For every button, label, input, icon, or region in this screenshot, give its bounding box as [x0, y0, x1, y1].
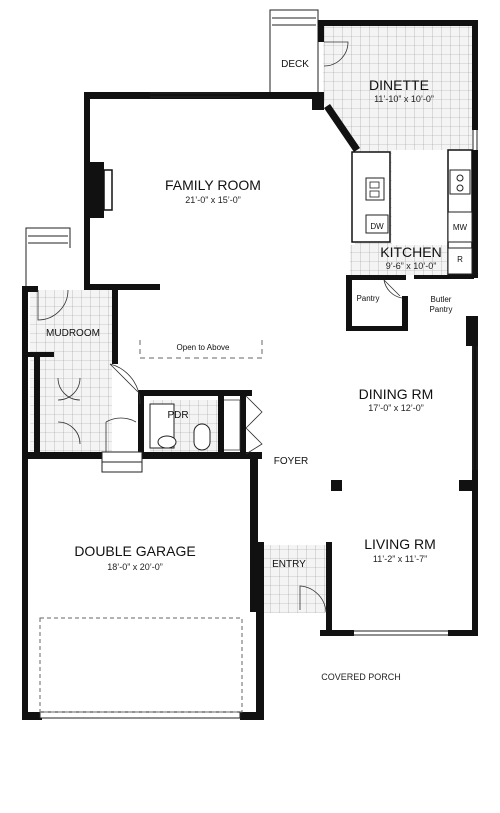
- entry-label: ENTRY: [272, 559, 306, 570]
- windows: [39, 92, 478, 719]
- mudroom-label: MUDROOM: [46, 328, 100, 339]
- living-room-dims: 11’-2” x 11’-7”: [373, 554, 427, 564]
- open-to-above-outline: [139, 340, 263, 359]
- dinette-label: DINETTE: [369, 77, 429, 93]
- butler-pantry-line2: Pantry: [429, 305, 452, 314]
- powder-room-label: PDR: [167, 410, 188, 421]
- family-room-dims: 21’-0” x 15’-0”: [185, 195, 241, 205]
- dw-label: DW: [370, 222, 384, 231]
- side-steps: [25, 227, 71, 288]
- walls: [22, 20, 478, 720]
- deck-area: [269, 9, 319, 92]
- kitchen-label: KITCHEN: [380, 244, 441, 260]
- family-room-label: FAMILY ROOM: [165, 177, 261, 193]
- fixtures: [149, 169, 473, 451]
- living-room-label: LIVING RM: [364, 536, 436, 552]
- fridge-label: R: [457, 255, 463, 264]
- butler-pantry-line1: Butler: [431, 295, 452, 304]
- dining-room-dims: 17’-0” x 12’-0”: [368, 403, 424, 413]
- dining-room-label: DINING RM: [359, 386, 434, 402]
- open-to-above-label: Open to Above: [177, 343, 230, 352]
- foyer-label: FOYER: [274, 456, 308, 467]
- doors: [37, 41, 403, 613]
- kitchen-dims: 9’-6” x 10’-0”: [386, 261, 437, 271]
- dinette-dims: 11’-10” x 10’-0”: [374, 94, 434, 104]
- garage-door-outline: [39, 617, 243, 713]
- garage-label: DOUBLE GARAGE: [74, 543, 195, 559]
- deck-label: DECK: [281, 59, 309, 70]
- covered-porch-label: COVERED PORCH: [321, 672, 401, 682]
- pantry-label: Pantry: [356, 294, 379, 303]
- garage-dims: 18’-0” x 20’-0”: [107, 562, 163, 572]
- mw-label: MW: [453, 223, 468, 232]
